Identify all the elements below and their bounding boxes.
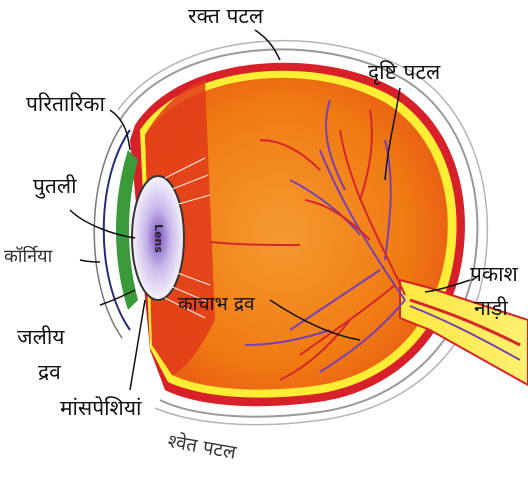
label-optic-line1: प्रकाश <box>470 264 518 285</box>
label-aqueous-line2: द्रव <box>38 362 61 383</box>
label-muscles: मांसपेशियां <box>60 398 141 419</box>
label-retina: दृष्टि पटल <box>368 62 440 83</box>
leader-iris <box>110 110 130 150</box>
label-lens: Lens <box>152 224 165 253</box>
label-iris: परितारिका <box>26 94 105 115</box>
label-pupil: पुतली <box>33 176 77 197</box>
leader-cornea <box>80 260 100 262</box>
leader-muscles <box>130 300 145 390</box>
label-aqueous-line1: जलीय <box>17 327 64 348</box>
label-vitreous: काचाभ द्रव <box>178 295 255 314</box>
label-optic-line2: नाड़ी <box>474 298 508 319</box>
leader-choroid <box>255 30 280 60</box>
label-cornea: कॉर्निया <box>4 248 52 266</box>
label-choroid: रक्त पटल <box>188 6 263 27</box>
